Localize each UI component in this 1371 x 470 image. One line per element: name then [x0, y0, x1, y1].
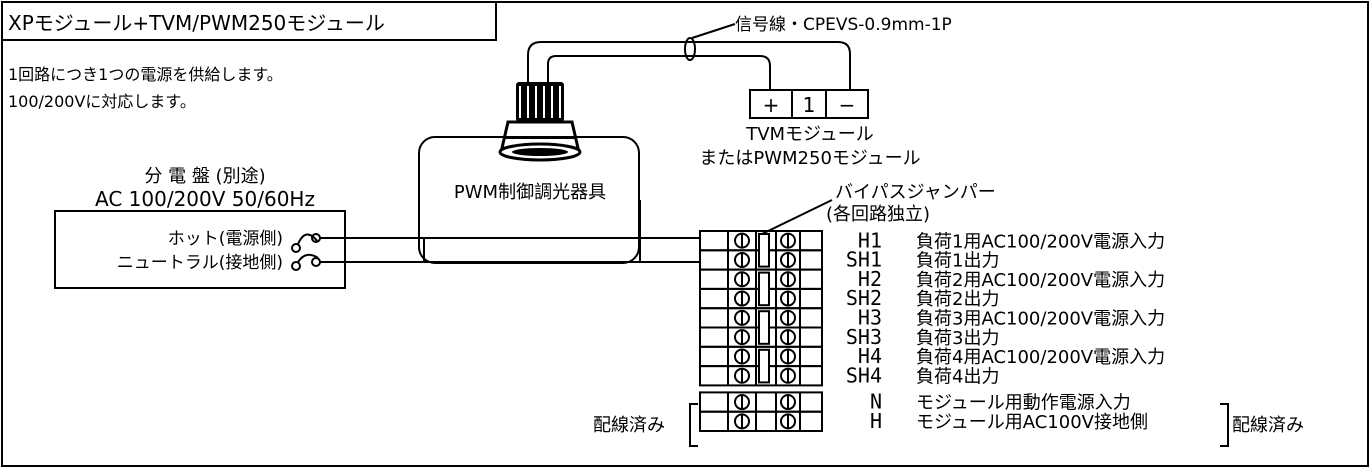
note-line-2: 100/200Vに対応します。 [8, 92, 196, 111]
terminal-description: 負荷3用AC100/200V電源入力 [916, 309, 1165, 330]
terminal-screw-icon [734, 413, 750, 430]
terminal-row: H2 負荷2用AC100/200V電源入力 [699, 267, 1165, 291]
terminal-description: 負荷4出力 [916, 366, 999, 387]
signal-line-label: 信号線・CPEVS-0.9mm-1P [735, 15, 952, 35]
terminal-description: モジュール用動作電源入力 [916, 393, 1131, 414]
breaker-switch-icon [291, 233, 321, 271]
terminal-code: SH4 [846, 363, 882, 387]
diagram-title: XPモジュール+TVM/PWM250モジュール [8, 11, 385, 35]
signal-cable [527, 23, 851, 90]
title-box [2, 2, 497, 41]
terminal-description: 負荷1用AC100/200V電源入力 [916, 231, 1165, 252]
terminal-row: N モジュール用動作電源入力 [699, 390, 1131, 414]
bypass-jumper-note: (各回路独立) [826, 204, 930, 225]
wired-right-label: 配線済み [1232, 415, 1304, 436]
note-line-1: 1回路につき1つの電源を供給します。 [8, 65, 283, 84]
wired-right-bracket [1220, 403, 1229, 447]
terminal-screw-icon [734, 394, 750, 411]
bypass-leader-line [761, 199, 833, 235]
terminal-row: H1 負荷1用AC100/200V電源入力 [699, 228, 1165, 252]
terminal-code: SH3 [846, 325, 882, 349]
terminal-screw-icon [780, 290, 796, 307]
terminal-description: 負荷2用AC100/200V電源入力 [916, 270, 1165, 291]
wired-left-bracket [689, 403, 698, 447]
terminal-screw-icon [734, 251, 750, 268]
terminal-screw-icon [734, 329, 750, 346]
tvm-terminal-plus: + [763, 93, 780, 117]
tvm-module-alt-name: またはPWM250モジュール [699, 148, 920, 169]
bypass-jumper-bar [758, 271, 770, 307]
terminal-row: SH4 負荷4出力 [699, 363, 999, 387]
terminal-screw-icon [780, 329, 796, 346]
terminal-screw-icon [734, 271, 750, 288]
tvm-terminal-block [749, 89, 869, 119]
tvm-terminal-number: 1 [803, 93, 816, 117]
panel-hot-label: ホット(電源側) [168, 229, 283, 249]
panel-spec: AC 100/200V 50/60Hz [95, 187, 315, 211]
tvm-module-name: TVMモジュール [745, 124, 874, 145]
terminal-code: H1 [858, 228, 882, 252]
bypass-jumper-label: バイパスジャンパー [835, 182, 996, 203]
terminal-description: 負荷1出力 [916, 251, 999, 272]
panel-wiring [320, 200, 700, 263]
terminal-screw-icon [734, 290, 750, 307]
bypass-jumper-bar [758, 348, 770, 384]
terminal-screw-icon [780, 367, 796, 384]
terminal-screw-icon [780, 413, 796, 430]
bypass-jumper-bar [758, 310, 770, 345]
terminal-code: H4 [858, 344, 882, 368]
terminal-code: SH2 [846, 286, 882, 310]
terminal-code: SH1 [846, 248, 882, 272]
terminal-screw-icon [780, 232, 796, 249]
terminal-description: 負荷4用AC100/200V電源入力 [916, 347, 1165, 368]
terminal-screw-icon [734, 232, 750, 249]
terminal-description: 負荷2出力 [916, 289, 999, 310]
terminal-code: H2 [858, 267, 882, 291]
terminal-screw-icon [780, 251, 796, 268]
terminal-description: モジュール用AC100V接地側 [916, 412, 1148, 433]
terminal-code: N [870, 390, 882, 414]
tvm-terminal-minus: − [839, 93, 856, 117]
terminal-row: H3 負荷3用AC100/200V電源入力 [699, 306, 1165, 330]
terminal-description: 負荷3出力 [916, 328, 999, 349]
terminal-row: SH2 負荷2出力 [699, 286, 999, 310]
terminal-screw-icon [734, 309, 750, 326]
terminal-screw-icon [780, 309, 796, 326]
wired-left-label: 配線済み [593, 415, 665, 436]
terminal-screw-icon [780, 348, 796, 365]
panel-neutral-label: ニュートラル(接地側) [117, 253, 283, 273]
terminal-screw-icon [734, 348, 750, 365]
terminal-screw-icon [780, 271, 796, 288]
terminal-row: SH1 負荷1出力 [699, 248, 999, 272]
fixture-label: PWM制御調光器具 [454, 182, 606, 203]
distribution-panel [54, 210, 346, 289]
terminal-screw-icon [780, 394, 796, 411]
panel-title: 分 電 盤 (別途) [144, 166, 265, 187]
terminal-row: SH3 負荷3出力 [699, 325, 999, 349]
bypass-jumper-bar [758, 233, 770, 268]
terminal-code: H [870, 409, 882, 433]
terminal-screw-icon [734, 367, 750, 384]
terminal-code: H3 [858, 306, 882, 330]
terminal-row: H モジュール用AC100V接地側 [699, 409, 1148, 433]
terminal-block: H1 負荷1用AC100/200V電源入力 SH1 負荷1出力 H2 負荷2用AC100/… [699, 228, 1165, 433]
light-fixture-icon [498, 82, 582, 162]
